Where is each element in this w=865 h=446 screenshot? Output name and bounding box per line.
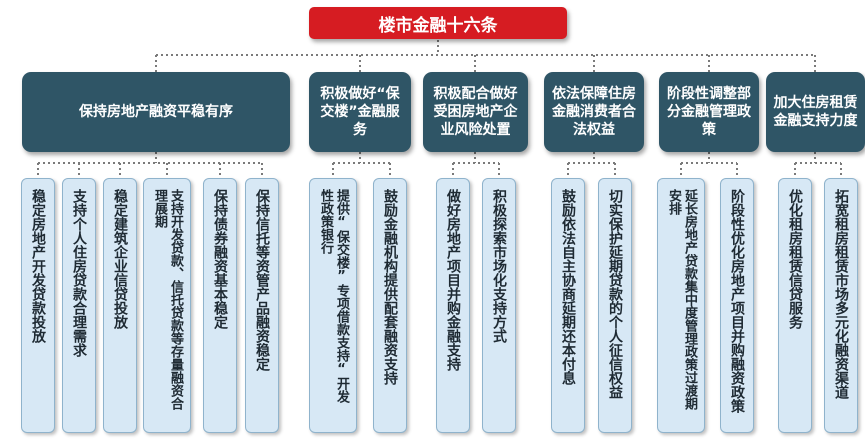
category-node-risk-disposal: 积极配合做好受困房地产企业风险处置 bbox=[423, 72, 528, 152]
category-node-financing: 保持房地产融资平稳有序 bbox=[22, 72, 290, 152]
leaf-node: 延长房地产贷款集中度管理政策过渡期安排 bbox=[657, 178, 705, 433]
leaf-node: 提供“保交楼”专项借款支持“开发性政策银行 bbox=[309, 178, 357, 433]
leaf-node: 切实保护延期贷款的个人征信权益 bbox=[598, 178, 632, 433]
leaf-node: 优化租房租赁信贷服务 bbox=[778, 178, 812, 433]
category-node-policy-adjust: 阶段性调整部分金融管理政策 bbox=[659, 72, 759, 152]
leaf-node: 支持个人住房贷款合理需求 bbox=[62, 178, 96, 433]
category-node-baojiaolou: 积极做好“保交楼”金融服务 bbox=[309, 72, 411, 152]
category-node-consumer-rights: 依法保障住房金融消费者合法权益 bbox=[544, 72, 644, 152]
leaf-node: 鼓励金融机构提供配套融资支持 bbox=[373, 178, 407, 433]
root-node: 楼市金融十六条 bbox=[309, 7, 567, 39]
leaf-node: 保持信托等资管产品融资稳定 bbox=[245, 178, 279, 433]
leaf-node: 支持开发贷款、信托贷款等存量融资合理展期 bbox=[143, 178, 191, 433]
leaf-node: 稳定建筑企业信贷投放 bbox=[103, 178, 137, 433]
category-node-rental-support: 加大住房租赁金融支持力度 bbox=[766, 72, 865, 152]
leaf-node: 积极探索市场化支持方式 bbox=[482, 178, 516, 433]
leaf-node: 做好房地产项目并购金融支持 bbox=[436, 178, 470, 433]
leaf-node: 拓宽租房租赁市场多元化融资渠道 bbox=[824, 178, 858, 433]
leaf-node: 阶段性优化房地产项目并购融资政策 bbox=[720, 178, 754, 433]
leaf-node: 保持债券融资基本稳定 bbox=[203, 178, 237, 433]
leaf-node: 鼓励依法自主协商延期还本付息 bbox=[551, 178, 585, 433]
leaf-node: 稳定房地产开发贷款投放 bbox=[21, 178, 55, 433]
